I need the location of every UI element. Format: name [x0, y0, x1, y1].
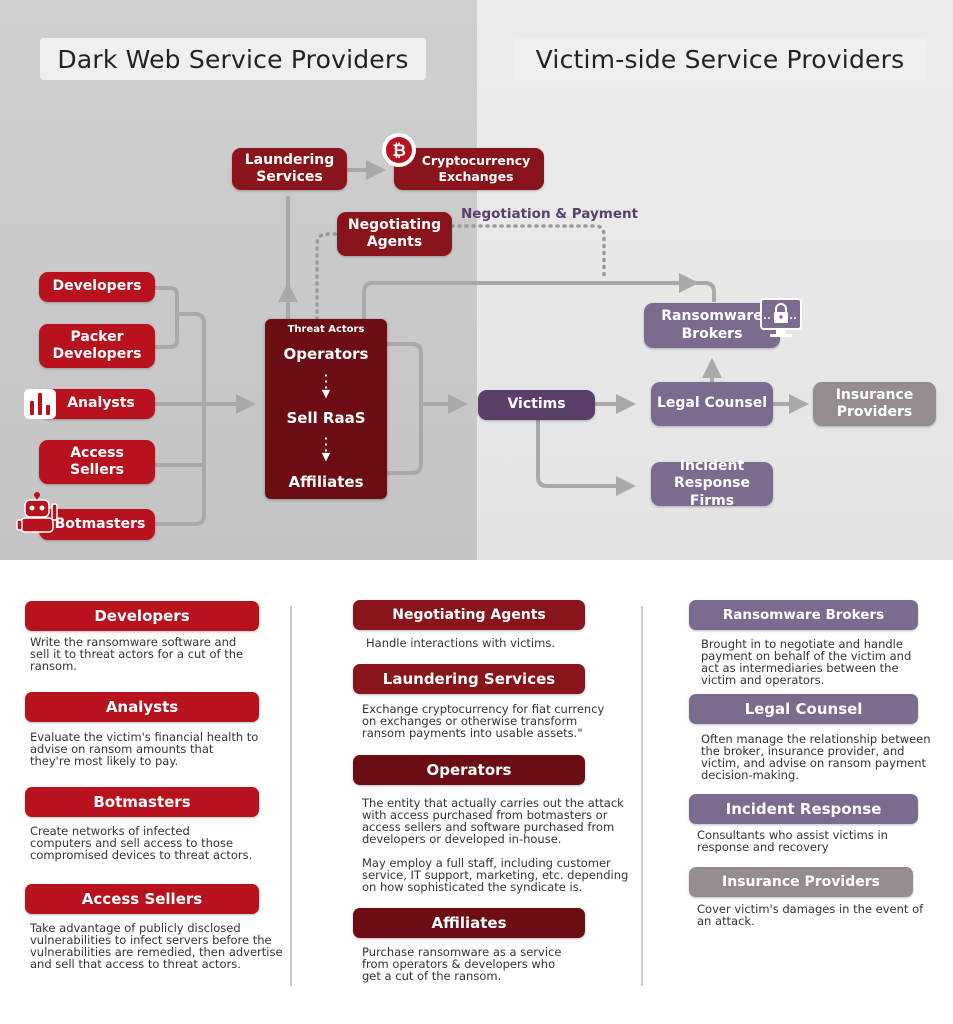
legend-laundering-services-desc: Exchange cryptocurrency for fiat currenc…	[362, 702, 605, 740]
threat-actors-heading: Threat Actors	[287, 324, 365, 335]
packer-developers-node: Packer Developers	[39, 324, 155, 368]
negotiating-agents-node: Negotiating Agents	[337, 212, 452, 256]
laundering-services-node: Laundering Services	[232, 148, 347, 190]
botmasters-node: Botmasters	[39, 509, 155, 540]
locked-monitor-icon	[759, 296, 803, 340]
robot-icon	[16, 490, 62, 534]
developers-node: Developers	[39, 272, 155, 302]
bitcoin-icon: ₿	[381, 132, 417, 168]
svg-text:₿: ₿	[392, 141, 406, 161]
insurance-providers-node: Insurance Providers	[813, 382, 936, 426]
sell-raas-item: Sell RaaS	[286, 409, 366, 427]
legend-divider	[290, 606, 292, 986]
legend-laundering-services-title: Laundering Services	[353, 664, 585, 694]
down-arrow-icon: ···▼	[321, 432, 331, 463]
negotiation-payment-label: Negotiation & Payment	[461, 206, 639, 222]
ransomware-brokers-node: Ransomware Brokers	[644, 303, 780, 348]
legend-divider	[641, 606, 643, 986]
access-sellers-node: Access Sellers	[39, 440, 155, 484]
legend-operators-desc-extra: May employ a full staff, including custo…	[362, 856, 629, 894]
incident-response-firms-node: Incident Response Firms	[651, 458, 773, 509]
legend-developers-title: Developers	[25, 601, 259, 631]
cryptocurrency-exchanges-node: Cryptocurrency Exchanges	[394, 148, 544, 190]
dark-web-section-title: Dark Web Service Providers	[40, 38, 426, 80]
operators-item: Operators	[283, 345, 369, 363]
legend-affiliates-title: Affiliates	[353, 908, 585, 938]
legend-insurance-providers-title: Insurance Providers	[689, 867, 913, 897]
legend-incident-response-title: Incident Response	[689, 794, 918, 824]
down-arrow-icon: ···▼	[321, 369, 331, 400]
legend-operators-desc: The entity that actually carries out the…	[362, 796, 624, 846]
affiliates-item: Affiliates	[288, 473, 364, 491]
legend-operators-title: Operators	[353, 755, 585, 785]
legal-counsel-node: Legal Counsel	[651, 382, 773, 426]
victims-node: Victims	[478, 390, 595, 420]
legend-negotiating-agents-title: Negotiating Agents	[353, 600, 585, 630]
analysts-node: Analysts	[39, 389, 155, 419]
legend-analysts-desc: Evaluate the victim's financial health t…	[30, 730, 259, 768]
bar-chart-icon	[22, 387, 58, 421]
legend-botmasters-title: Botmasters	[25, 787, 259, 817]
victim-side-section-title: Victim-side Service Providers	[513, 38, 927, 80]
legend-negotiating-agents-desc: Handle interactions with victims.	[366, 636, 555, 650]
legend-access-sellers-title: Access Sellers	[25, 884, 259, 914]
legend-ransomware-brokers-title: Ransomware Brokers	[689, 600, 918, 630]
threat-actors-block: Threat Actors Operators ···▼ Sell RaaS ·…	[265, 319, 387, 499]
legend-legal-counsel-title: Legal Counsel	[689, 694, 918, 724]
flow-connectors	[155, 160, 809, 526]
legend-analysts-title: Analysts	[25, 692, 259, 722]
